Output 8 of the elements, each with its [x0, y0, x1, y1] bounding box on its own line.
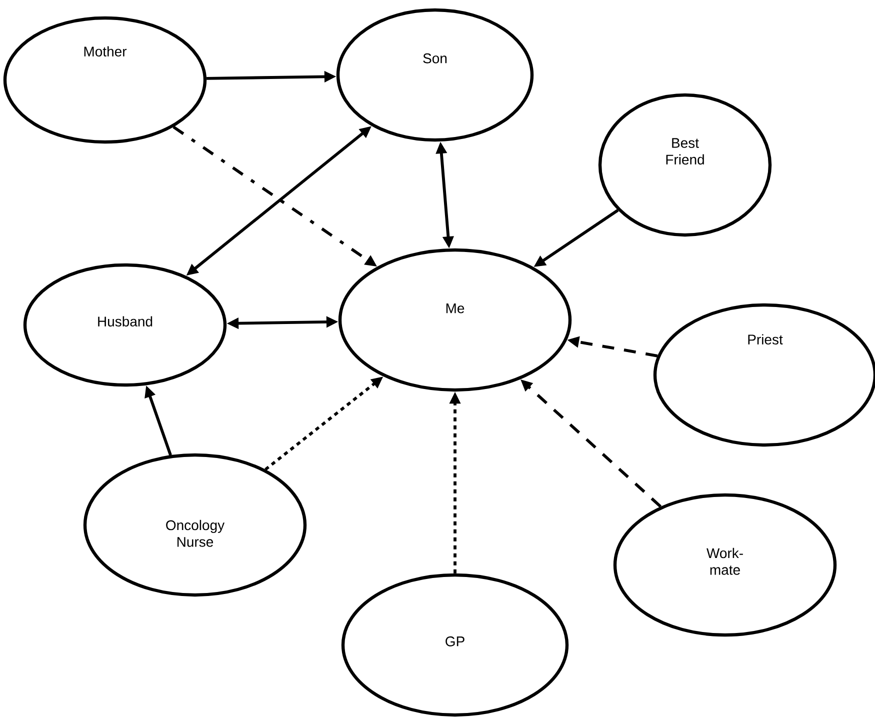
- ellipse-node: Husband: [23, 263, 227, 387]
- ellipse-node: Son: [336, 8, 534, 142]
- ellipse-node: GP: [341, 573, 569, 717]
- ellipse-node: Me: [338, 248, 572, 392]
- ellipse-node: Mother: [3, 16, 207, 144]
- ellipse-node: Best Friend: [598, 93, 772, 237]
- ellipse-node: Work-mate: [613, 493, 837, 637]
- ellipse-node: Oncology Nurse: [83, 453, 307, 597]
